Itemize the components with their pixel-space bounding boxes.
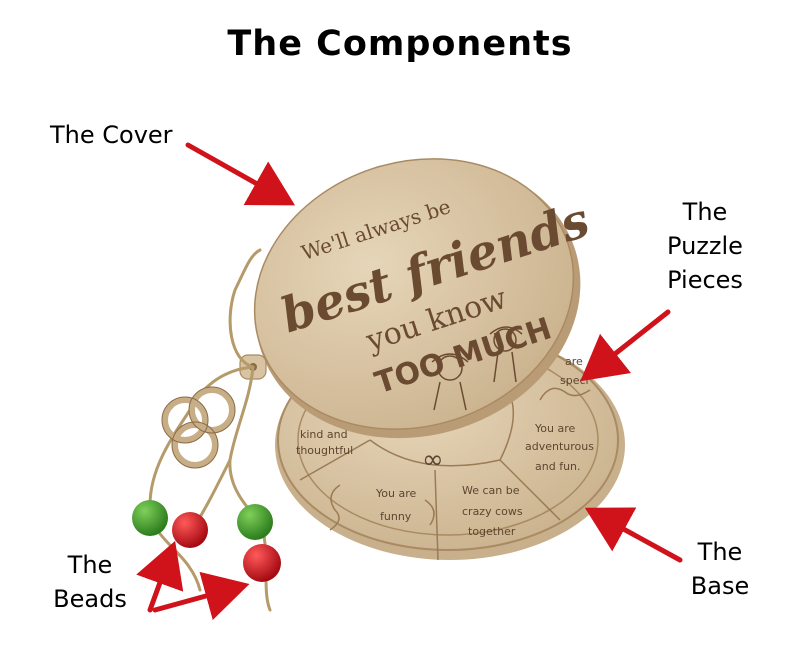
puzzle-text-funny-1: You are [375,487,416,500]
bead-red-left [172,512,208,548]
label-base-line1: The [697,538,743,566]
puzzle-text-kind-1: kind and [300,428,348,441]
puzzle-text-special-2: speci [560,374,589,387]
label-beads: The Beads [45,548,135,616]
puzzle-text-cows-2: crazy cows [462,505,523,518]
label-puzzle-line1: The [682,198,728,226]
puzzle-text-cows-1: We can be [462,484,520,497]
cartoon-girls-illustration [431,326,523,411]
puzzle-text-kind-2: thoughtful [296,444,353,457]
puzzle-text-funny-2: funny [380,510,412,523]
arrow-base [584,507,683,563]
bead-red-right [243,544,281,582]
bead-green-left [132,500,168,536]
puzzle-infinity-symbol: ∞ [422,445,444,475]
label-puzzle-line2: Puzzle [667,232,743,260]
callout-arrows [136,142,683,621]
label-puzzle-line3: Pieces [667,266,743,294]
puzzle-text-adv-1: You are [534,422,575,435]
arrow-beads-right [152,571,250,621]
label-cover: The Cover [50,121,173,149]
label-base-line2: Base [690,572,750,600]
puzzle-text-adv-2: adventurous [525,440,594,453]
label-puzzle-pieces: The Puzzle Pieces [650,195,760,297]
label-beads-line1: The [67,551,113,579]
puzzle-text-adv-3: and fun. [535,460,581,473]
puzzle-text-special-1: are [565,355,583,368]
arrow-puzzle [580,309,671,382]
bead-green-right [237,504,273,540]
cover-disc [239,158,581,439]
label-beads-line2: Beads [53,585,127,613]
page-title: The Components [227,24,573,64]
puzzle-text-cows-3: together [468,525,516,538]
arrow-cover [185,142,296,206]
label-base: The Base [680,535,760,603]
heart-knot-outline [161,386,236,469]
arrow-beads-left [136,540,184,613]
